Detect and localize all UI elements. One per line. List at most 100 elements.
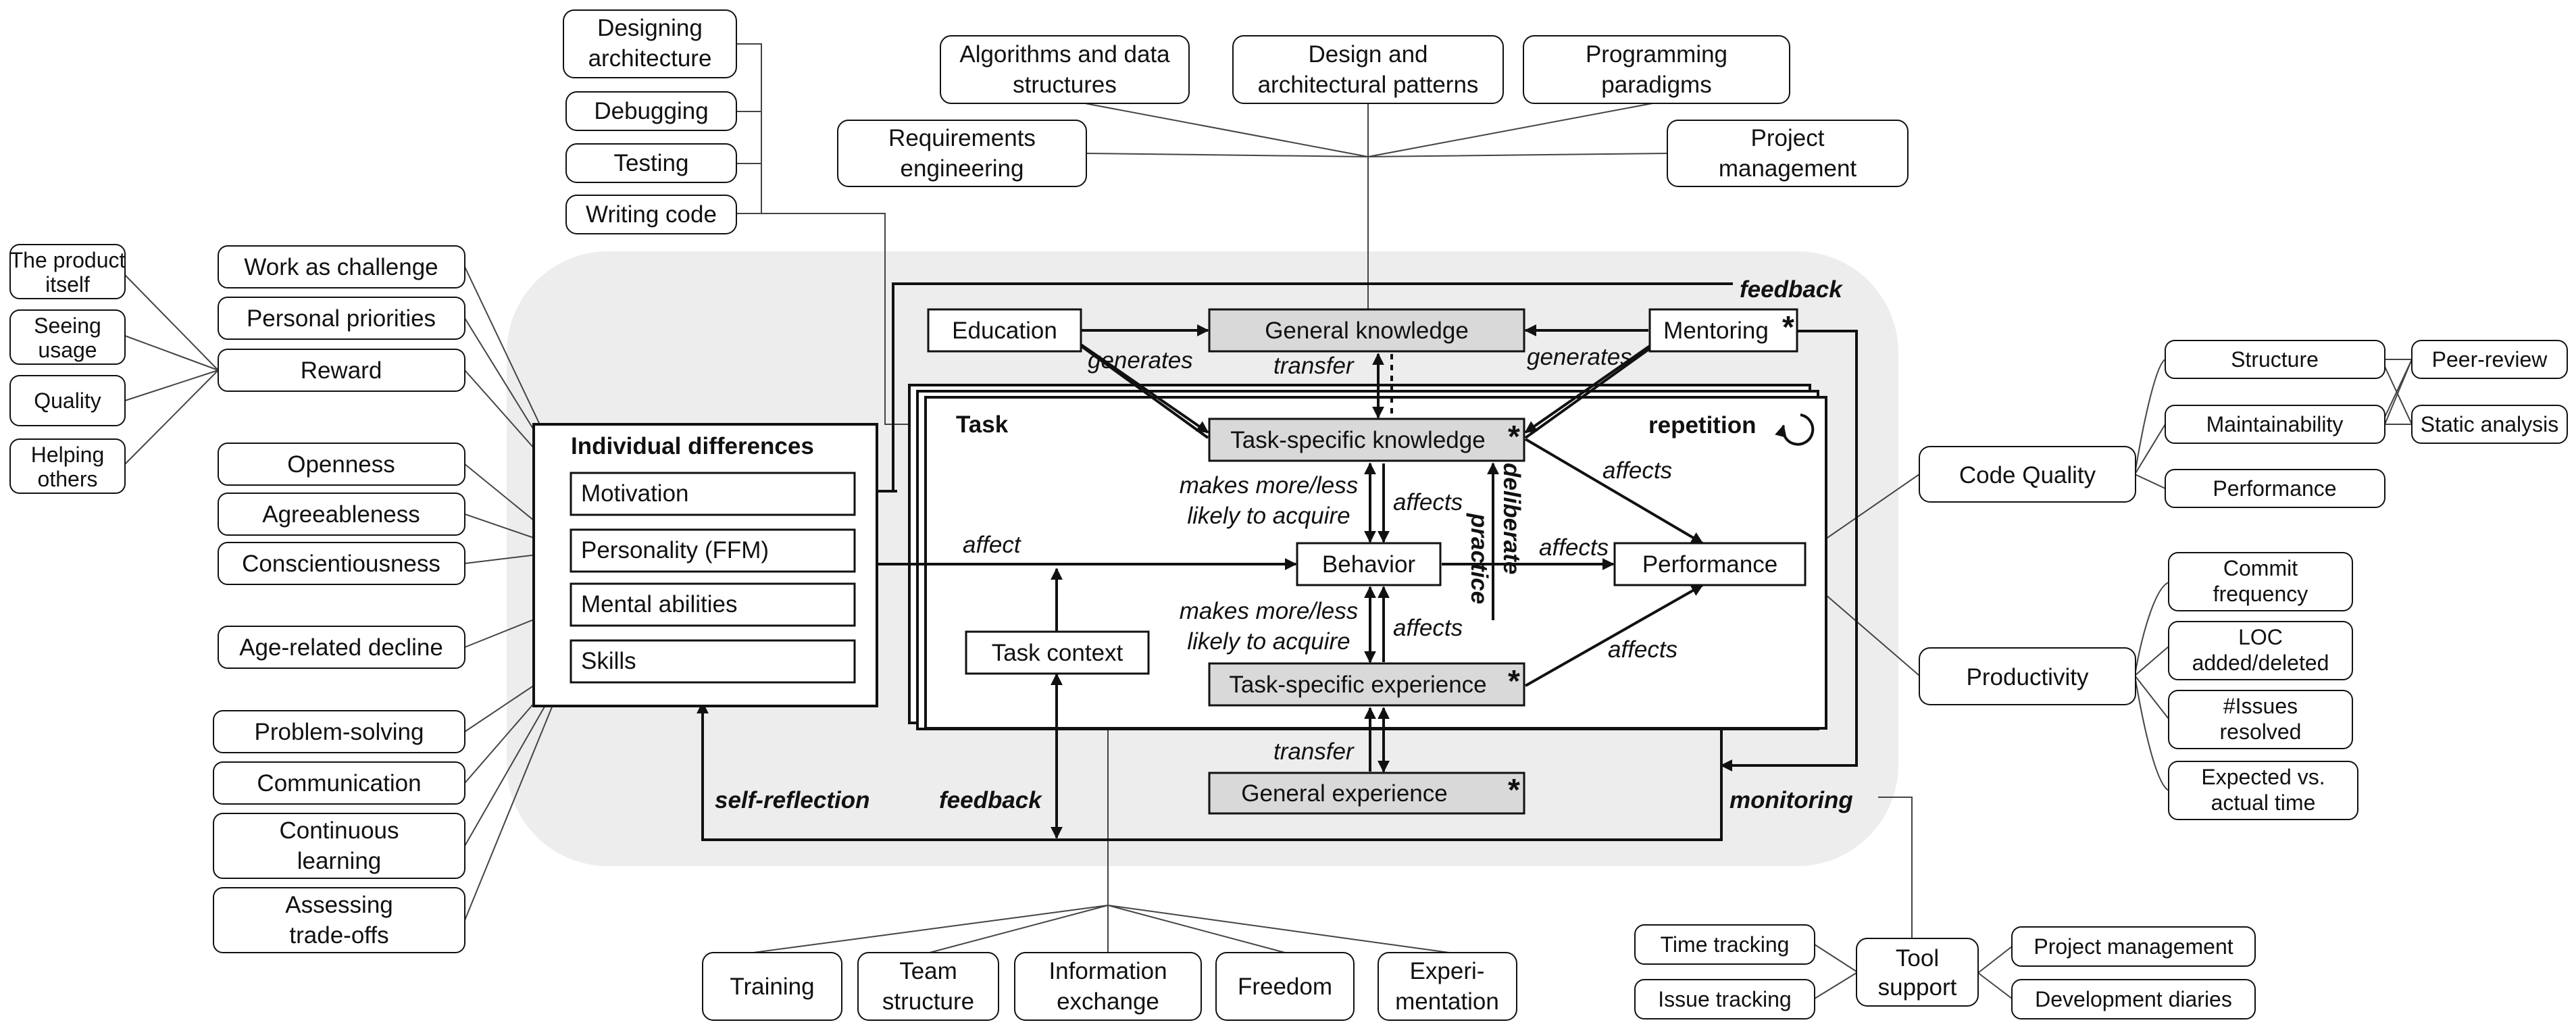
loc-box [2168, 621, 2353, 680]
work-as-challenge-box [218, 245, 465, 288]
freedom-label: Freedom [1238, 974, 1332, 1000]
assessing-tradeoffs-box [213, 887, 465, 953]
testing-label: Testing [614, 150, 689, 176]
task-specific-knowledge-label: Task-specific knowledge [1230, 427, 1485, 453]
team-structure-box [857, 952, 999, 1021]
behavior-box [1296, 542, 1442, 586]
information-exchange-label-2: exchange [1057, 988, 1159, 1015]
designing-architecture-box [563, 9, 737, 78]
work-as-challenge-label: Work as challenge [244, 254, 438, 280]
communication-label: Communication [257, 770, 421, 797]
continuous-learning-label-2: learning [297, 848, 382, 874]
generates-left-label: generates [1088, 347, 1193, 374]
repetition-label: repetition [1648, 412, 1756, 438]
quality-label: Quality [34, 388, 101, 413]
mentoring-asterisk: * [1782, 309, 1794, 345]
tool-project-management-box [2011, 926, 2256, 967]
communication-box [213, 761, 465, 805]
transfer-bottom-label: transfer [1273, 738, 1355, 765]
static-analysis-box [2411, 405, 2568, 444]
behavior-label: Behavior [1322, 551, 1415, 578]
affects-k-label: affects [1393, 489, 1463, 515]
task-specific-experience-box [1208, 662, 1525, 707]
makes-more-less-2b: likely to acquire [1187, 628, 1350, 655]
experimentation-label-2: mentation [1395, 988, 1499, 1015]
experimentation-box [1378, 952, 1517, 1021]
motivation-box [570, 472, 856, 516]
commit-frequency-box [2168, 552, 2353, 611]
project-management-topic-label: Project [1751, 125, 1825, 151]
agreeableness-box [218, 493, 465, 536]
requirements-label: Requirements [888, 125, 1036, 151]
time-tracking-box [1634, 924, 1815, 965]
information-exchange-label: Information [1049, 958, 1167, 984]
algorithms-box [940, 35, 1190, 104]
self-reflection-label: self-reflection [715, 787, 870, 813]
practice-label: practice [1466, 513, 1492, 604]
design-patterns-label: Design and [1308, 41, 1428, 68]
commit-frequency-label-2: frequency [2213, 582, 2308, 606]
loc-label-2: added/deleted [2192, 651, 2329, 675]
expected-actual-label: Expected vs. [2201, 765, 2325, 789]
feedback-top-label: feedback [1740, 276, 1843, 303]
assessing-tradeoffs-label: Assessing [285, 892, 393, 918]
task-frame-label: Task [956, 411, 1009, 438]
task-context-box [965, 630, 1150, 675]
requirements-box [837, 120, 1087, 187]
issues-label: #Issues [2223, 694, 2298, 718]
structure-box [2165, 340, 2385, 379]
productivity-box [1919, 647, 2136, 705]
individual-differences-panel [532, 423, 878, 707]
tool-project-management-label: Project management [2034, 934, 2233, 959]
debugging-label: Debugging [594, 98, 708, 124]
problem-solving-label: Problem-solving [255, 719, 424, 745]
seeing-usage-label-2: usage [38, 338, 97, 362]
writing-code-box [565, 195, 737, 234]
helping-others-label: Helping [31, 443, 105, 467]
mental-abilities-label: Mental abilities [581, 591, 738, 618]
expected-actual-label-2: actual time [2211, 790, 2316, 815]
issue-tracking-box [1634, 979, 1815, 1019]
training-box [702, 952, 842, 1021]
paradigms-label-2: paradigms [1601, 72, 1711, 98]
monitoring-label: monitoring [1729, 787, 1853, 813]
continuous-learning-box [213, 813, 465, 879]
maintainability-box [2165, 405, 2385, 444]
makes-more-less-2: makes more/less [1180, 598, 1359, 624]
ge-asterisk: * [1508, 772, 1520, 807]
product-itself-label: The product [10, 248, 126, 272]
structure-label: Structure [2231, 347, 2319, 372]
assessing-tradeoffs-label-2: trade-offs [289, 922, 388, 949]
seeing-usage-label: Seeing [34, 313, 101, 338]
code-quality-label: Code Quality [1959, 462, 2096, 488]
openness-box [218, 443, 465, 486]
development-diaries-label: Development diaries [2035, 987, 2232, 1011]
paradigms-box [1523, 35, 1790, 104]
information-exchange-box [1014, 952, 1202, 1021]
helping-others-box [9, 438, 126, 494]
quality-box [9, 375, 126, 426]
code-quality-box [1919, 446, 2136, 503]
cq-performance-box [2165, 469, 2385, 508]
time-tracking-label: Time tracking [1661, 932, 1790, 957]
task-specific-knowledge-box [1208, 418, 1525, 462]
affects-e-label: affects [1393, 615, 1463, 641]
team-structure-label-2: structure [882, 988, 974, 1015]
feedback-bottom-label: feedback [939, 787, 1042, 813]
debugging-box [565, 91, 737, 131]
testing-box [565, 143, 737, 183]
paradigms-label: Programming [1586, 41, 1727, 68]
development-diaries-box [2011, 979, 2256, 1019]
tool-support-label-2: support [1878, 974, 1957, 1001]
requirements-label-2: engineering [901, 155, 1024, 182]
agreeableness-label: Agreeableness [262, 501, 420, 528]
product-itself-label-2: itself [45, 272, 90, 297]
issue-tracking-label: Issue tracking [1658, 987, 1791, 1011]
mental-abilities-box [570, 582, 856, 627]
reward-box [218, 349, 465, 392]
personality-label: Personality (FFM) [581, 537, 769, 563]
reward-label: Reward [301, 357, 382, 384]
tse-asterisk: * [1508, 663, 1520, 699]
education-box [927, 308, 1082, 353]
